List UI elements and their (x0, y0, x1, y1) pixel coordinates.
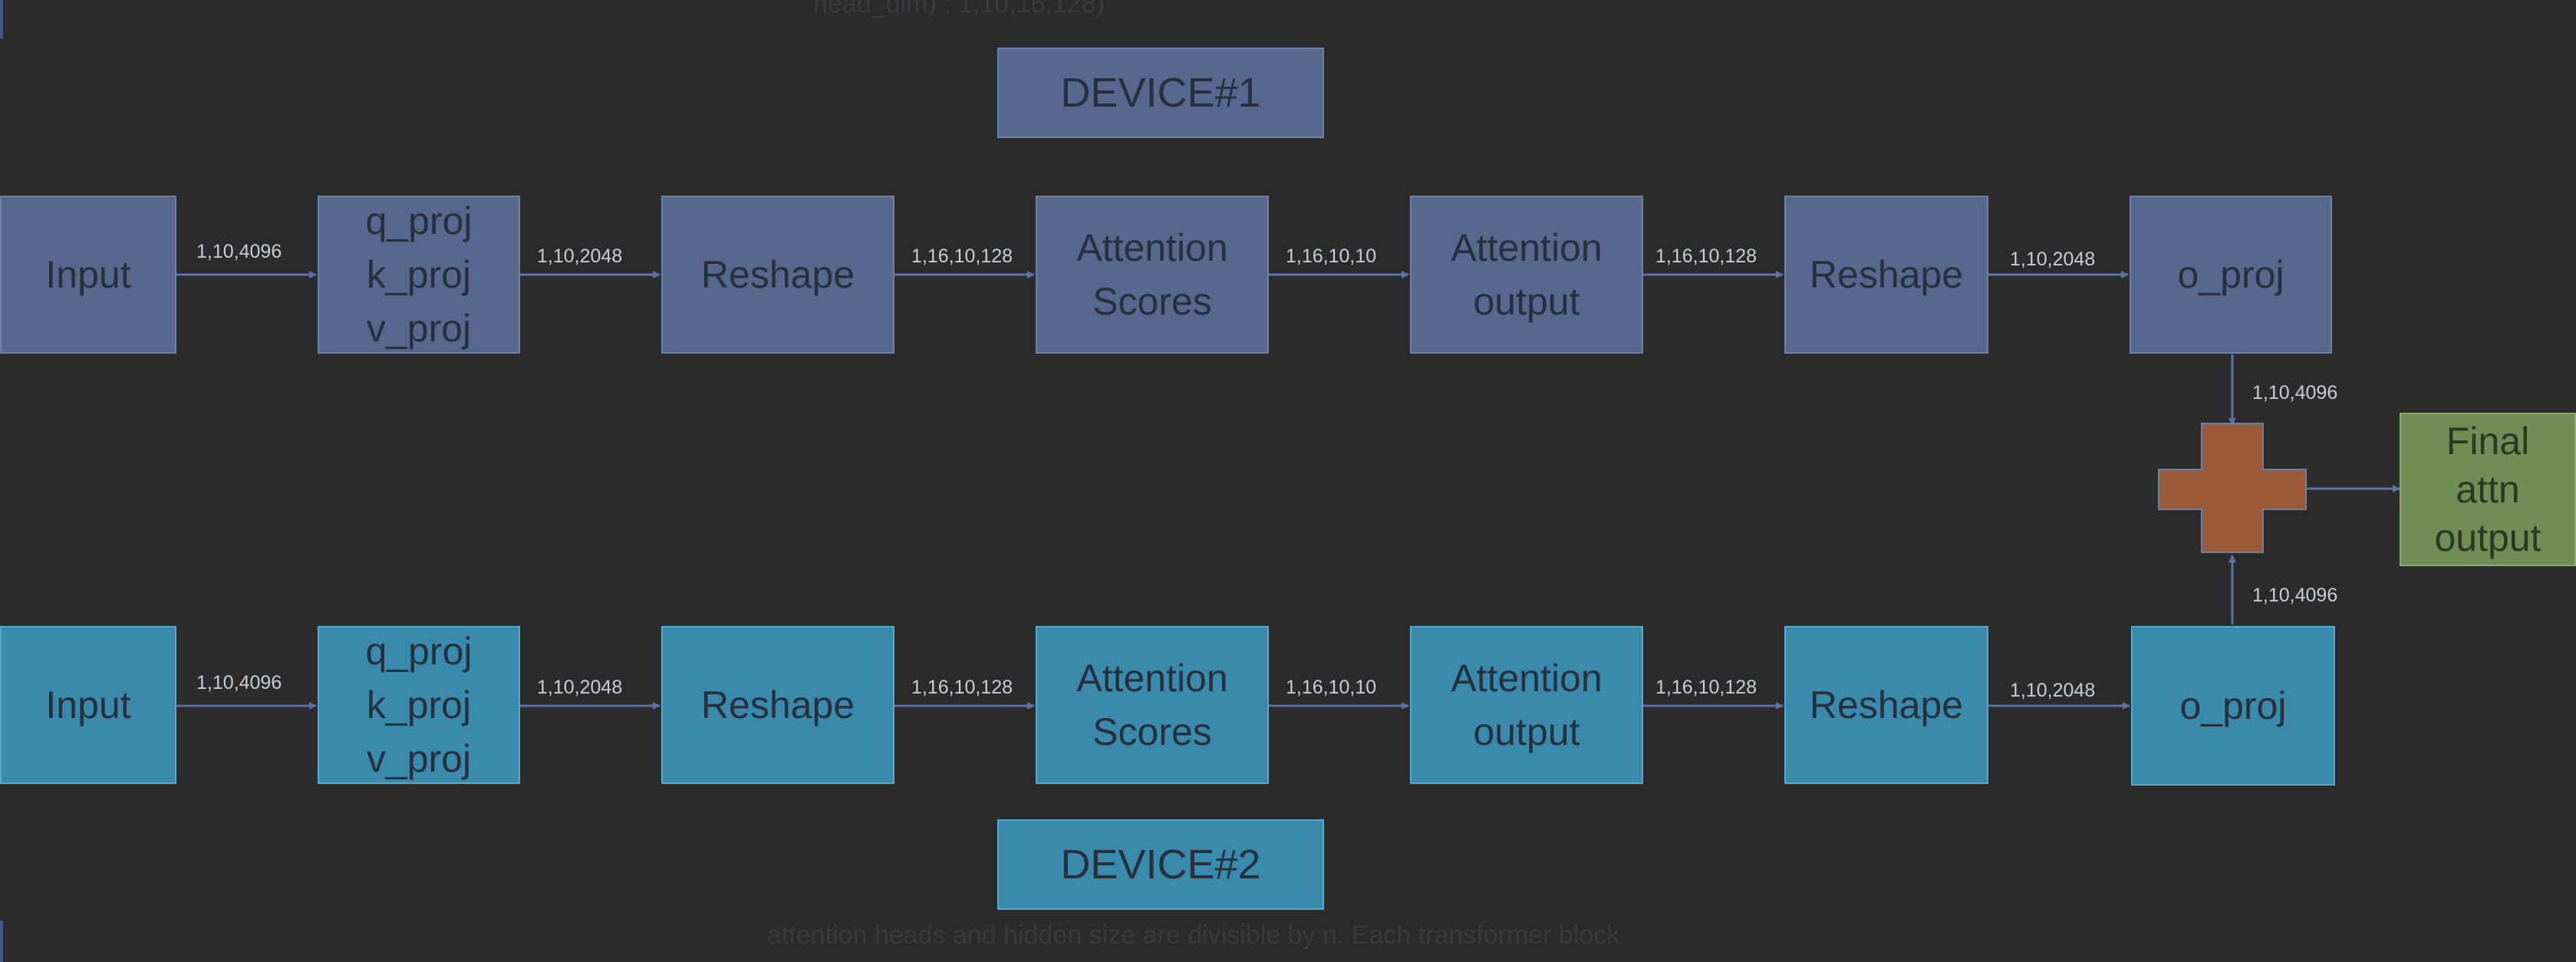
d1-attention-output-node: Attention output (1410, 196, 1643, 354)
d2-edge-label-1: 1,10,4096 (196, 672, 282, 693)
sum-plus-icon (2158, 423, 2307, 553)
d1-output-line2: output (1473, 280, 1580, 323)
final-line1: Final (2446, 419, 2530, 463)
d2-output-line2: output (1473, 710, 1580, 753)
d1-qkv-proj-node: q_proj k_proj v_proj (318, 196, 520, 354)
d2-reshape2-node: Reshape (1784, 626, 1988, 784)
d1-input-node: Input (0, 196, 176, 354)
d1-scores-line1: Attention (1076, 226, 1228, 269)
d2-edge-label-5: 1,16,10,128 (1655, 677, 1757, 698)
d2-q-proj-label: q_proj (365, 630, 473, 673)
d1-reshape2-node: Reshape (1784, 196, 1988, 354)
d2-v-proj-label: v_proj (366, 737, 472, 780)
d1-output-line1: Attention (1451, 226, 1603, 269)
ghost-text-bottom: attention heads and hidden size are divi… (767, 921, 1620, 950)
d2-edge-label-4: 1,16,10,10 (1286, 677, 1377, 698)
d2-edge-label-3: 1,16,10,128 (911, 677, 1013, 698)
d2-reshape-node: Reshape (661, 626, 894, 784)
edge-mark-top (0, 0, 3, 38)
ghost-text-top: head_dim) : 1,10,16,128) (813, 0, 1105, 18)
d1-edge-label-1: 1,10,4096 (196, 241, 282, 262)
d1-v-proj-label: v_proj (366, 307, 472, 350)
d1-q-proj-label: q_proj (365, 199, 473, 242)
d1-edge-label-5: 1,16,10,128 (1655, 245, 1757, 267)
d1-to-sum-label: 1,10,4096 (2252, 382, 2338, 404)
d1-edge-label-4: 1,16,10,10 (1286, 245, 1377, 267)
d2-attention-scores-node: Attention Scores (1036, 626, 1269, 784)
d2-edge-label-6: 1,10,2048 (2010, 680, 2096, 701)
d2-scores-line1: Attention (1076, 657, 1228, 700)
final-attn-output-node: Final attn output (2400, 413, 2576, 566)
device1-title: DEVICE#1 (997, 48, 1324, 138)
d2-edge-label-2: 1,10,2048 (537, 677, 623, 698)
d2-to-sum-label: 1,10,4096 (2252, 585, 2338, 606)
d2-k-proj-label: k_proj (366, 684, 472, 726)
d1-edge-label-6: 1,10,2048 (2010, 249, 2096, 270)
d1-scores-line2: Scores (1092, 280, 1212, 323)
d1-reshape-node: Reshape (661, 196, 894, 354)
d2-output-line1: Attention (1451, 657, 1603, 700)
edge-mark-bottom (0, 921, 3, 962)
final-line3: output (2434, 516, 2541, 559)
d1-edge-label-3: 1,16,10,128 (911, 245, 1013, 267)
d1-oproj-node: o_proj (2130, 196, 2332, 354)
d2-attention-output-node: Attention output (1410, 626, 1643, 784)
d2-input-node: Input (0, 626, 176, 784)
device2-title: DEVICE#2 (997, 819, 1324, 910)
d1-edge-label-2: 1,10,2048 (537, 245, 623, 267)
d2-qkv-proj-node: q_proj k_proj v_proj (318, 626, 520, 784)
d2-scores-line2: Scores (1092, 710, 1212, 753)
d1-k-proj-label: k_proj (366, 253, 472, 296)
d2-oproj-node: o_proj (2131, 626, 2335, 786)
final-line2: attn (2456, 467, 2520, 511)
d1-attention-scores-node: Attention Scores (1036, 196, 1269, 354)
